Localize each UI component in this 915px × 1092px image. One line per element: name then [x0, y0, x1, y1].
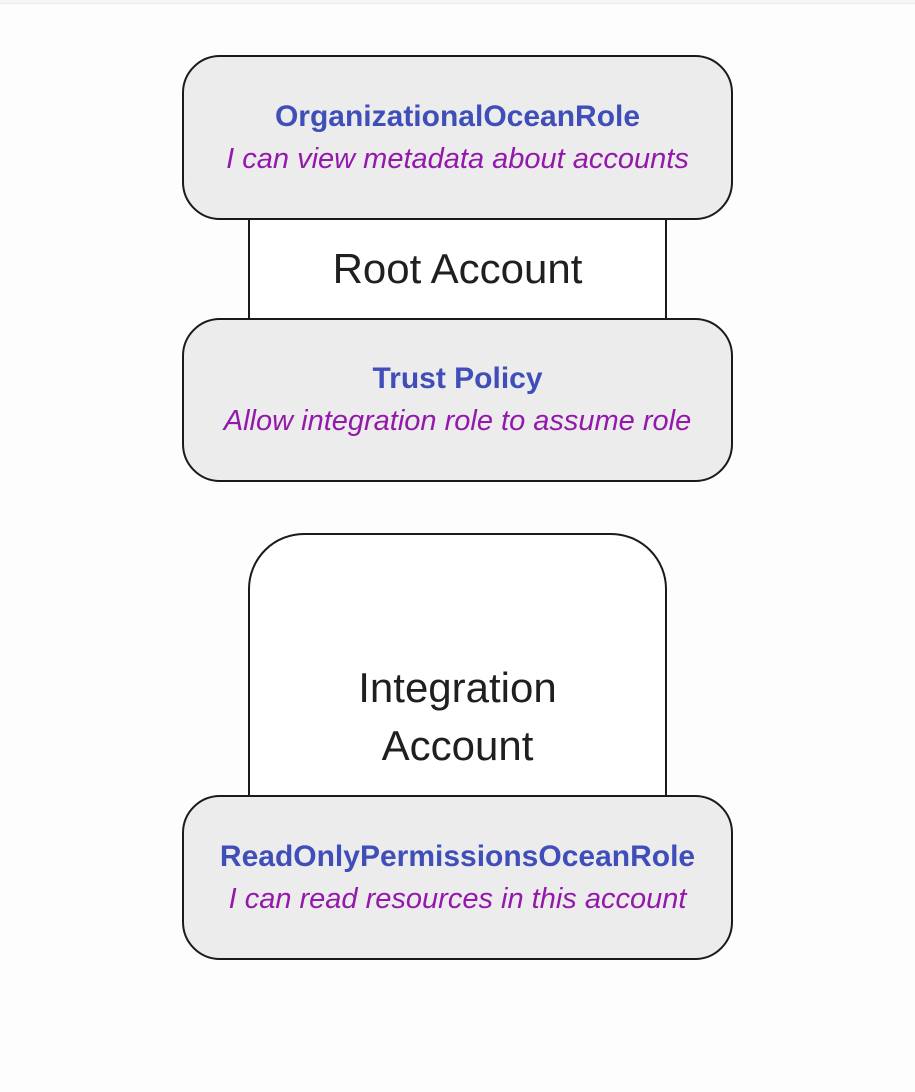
- node-organizational-ocean-role-subtitle: I can view metadata about accounts: [226, 142, 689, 175]
- node-organizational-ocean-role-title: OrganizationalOceanRole: [274, 99, 641, 133]
- node-trust-policy: Trust Policy Allow integration role to a…: [182, 318, 733, 482]
- node-organizational-ocean-role: OrganizationalOceanRole I can view metad…: [182, 55, 733, 220]
- cluster-root-account-label: Root Account: [332, 244, 583, 292]
- node-readonly-permissions-ocean-role-subtitle: I can read resources in this account: [228, 882, 687, 915]
- node-trust-policy-title: Trust Policy: [372, 362, 543, 395]
- cluster-integration-account-label: Integration Account: [358, 663, 557, 769]
- node-readonly-permissions-ocean-role: ReadOnlyPermissionsOceanRole I can read …: [182, 795, 733, 960]
- page-top-divider: [0, 0, 915, 4]
- node-trust-policy-subtitle: Allow integration role to assume role: [223, 405, 692, 437]
- node-readonly-permissions-ocean-role-title: ReadOnlyPermissionsOceanRole: [219, 839, 696, 873]
